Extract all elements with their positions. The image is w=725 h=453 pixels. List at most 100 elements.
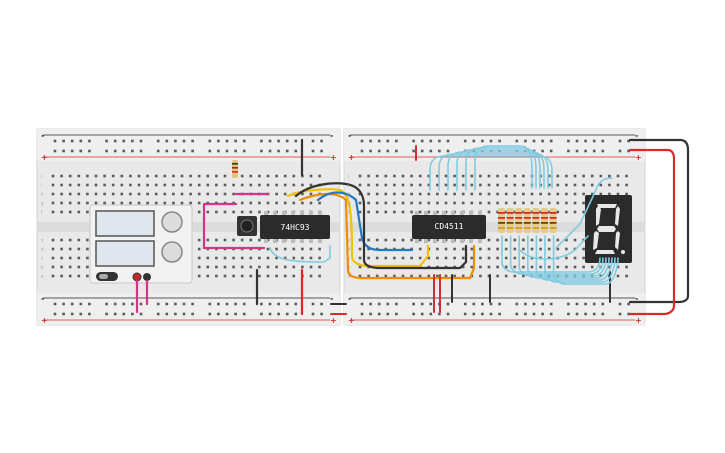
rail-hole xyxy=(285,149,289,153)
components-layer[interactable]: 74HC93 CD4511 xyxy=(89,160,632,284)
data-wire-black[interactable] xyxy=(294,182,468,270)
counter-feedback-wire[interactable] xyxy=(269,245,331,263)
display-segment-wire[interactable] xyxy=(544,235,616,283)
hole xyxy=(393,210,396,214)
hole xyxy=(375,256,379,260)
display-segment-wire[interactable] xyxy=(518,235,607,277)
segment-bus-wire[interactable] xyxy=(447,151,545,191)
hole xyxy=(410,201,413,205)
push-button-cap[interactable] xyxy=(240,219,254,233)
display-segment-wire[interactable] xyxy=(535,235,613,281)
segment-resistor[interactable] xyxy=(498,208,505,233)
rail-hole xyxy=(131,139,134,143)
rail-hole xyxy=(191,312,194,316)
hole xyxy=(436,274,439,278)
hole xyxy=(309,274,313,278)
counter-chip-body[interactable] xyxy=(260,215,330,239)
chip-pin xyxy=(469,211,473,215)
power-switch-lever[interactable] xyxy=(99,274,108,279)
wires-layer[interactable] xyxy=(135,138,690,316)
rail-hole xyxy=(294,312,298,316)
hole xyxy=(470,256,474,260)
hole xyxy=(77,274,81,278)
right-power-loop[interactable] xyxy=(628,148,676,316)
display-segment-wire[interactable] xyxy=(509,235,604,275)
seven-segment-display[interactable] xyxy=(585,195,632,263)
segment-resistor[interactable] xyxy=(523,208,531,233)
rail-hole xyxy=(584,302,587,306)
segment-resistor[interactable] xyxy=(515,208,523,233)
pulldown-resistor[interactable] xyxy=(232,160,238,178)
hole xyxy=(86,265,89,269)
display-segment-wire[interactable] xyxy=(552,235,619,285)
right-ground-loop[interactable] xyxy=(628,138,690,304)
hole xyxy=(68,174,72,178)
hole xyxy=(547,265,551,269)
hole xyxy=(522,183,525,187)
button-input-wire[interactable] xyxy=(202,202,238,250)
hole xyxy=(608,192,611,196)
rail-hole xyxy=(369,139,372,143)
hole xyxy=(189,174,192,178)
display-side-wire[interactable] xyxy=(519,235,589,260)
display-segment-wire[interactable] xyxy=(501,235,601,273)
hole xyxy=(137,192,141,196)
hole xyxy=(163,183,167,187)
hole xyxy=(197,201,201,205)
clock-data-wire-yellow[interactable] xyxy=(286,188,430,268)
hole xyxy=(129,201,132,205)
hole xyxy=(573,192,577,196)
segment-bus-wire[interactable] xyxy=(456,149,541,191)
black-output-terminal[interactable] xyxy=(143,273,151,281)
hole xyxy=(565,174,568,178)
hole xyxy=(573,265,577,269)
segment-resistor[interactable] xyxy=(549,208,557,233)
rail-hole xyxy=(575,139,579,143)
rail-hole xyxy=(139,312,143,316)
power-supply-module[interactable] xyxy=(89,204,193,284)
counter-chip[interactable]: 74HC93 xyxy=(260,211,330,243)
hole xyxy=(565,265,568,269)
rail-hole xyxy=(62,312,65,316)
hole xyxy=(453,274,456,278)
rail-hole xyxy=(311,312,315,316)
resistor-band xyxy=(506,217,514,219)
segment-resistor[interactable] xyxy=(541,208,548,233)
breadboards xyxy=(36,128,646,326)
rail-hole xyxy=(79,139,83,143)
segment-resistor[interactable] xyxy=(532,208,540,233)
segment-resistor[interactable] xyxy=(506,208,514,233)
resistor-array[interactable] xyxy=(498,208,557,233)
segment-e xyxy=(593,231,599,250)
decoder-chip-body[interactable] xyxy=(412,215,486,239)
red-output-terminal[interactable] xyxy=(132,272,142,282)
hole xyxy=(215,174,218,178)
segment-bus-wire[interactable] xyxy=(465,147,537,191)
hole xyxy=(496,256,499,260)
current-knob[interactable] xyxy=(161,241,183,263)
hole xyxy=(358,174,362,178)
rail-hole xyxy=(174,302,177,306)
data-wire-orange[interactable] xyxy=(298,192,476,280)
segment-bus-wire[interactable] xyxy=(474,145,533,191)
push-button[interactable] xyxy=(237,216,257,236)
rail-hole xyxy=(360,139,364,143)
display-segment-wire[interactable] xyxy=(527,235,610,279)
hole xyxy=(530,201,534,205)
hole xyxy=(249,210,253,214)
rail-hole xyxy=(541,312,544,316)
hole xyxy=(51,265,55,269)
hole xyxy=(215,265,218,269)
display-top-wire[interactable] xyxy=(555,177,613,249)
rail-hole xyxy=(165,302,169,306)
hole xyxy=(206,174,210,178)
rail-hole xyxy=(532,139,536,143)
segment-bus-wire[interactable] xyxy=(429,155,553,191)
resistor-band xyxy=(515,222,523,224)
data-wire-blue[interactable] xyxy=(316,191,414,252)
decoder-chip[interactable]: CD4511 xyxy=(412,211,486,243)
hole xyxy=(513,192,517,196)
voltage-knob[interactable] xyxy=(161,211,183,233)
segment-bus-wire[interactable] xyxy=(438,153,549,191)
